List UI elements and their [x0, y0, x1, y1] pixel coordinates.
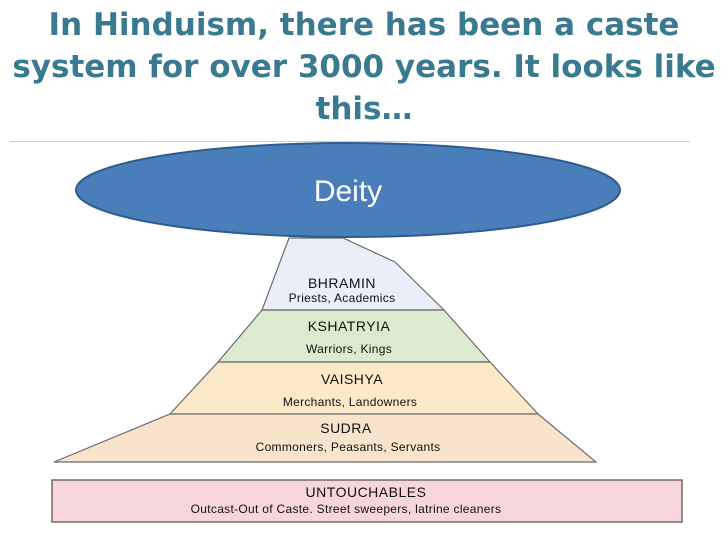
slide-title: In Hinduism, there has been a caste syst…	[0, 4, 728, 130]
tier-sudra-shape	[53, 413, 598, 463]
tier-bhramin-name: BHRAMIN	[308, 275, 376, 291]
title-divider	[10, 141, 690, 142]
tier-vaishya-name: VAISHYA	[321, 371, 383, 387]
deity-ellipse	[75, 142, 621, 238]
untouchables-name: UNTOUCHABLES	[306, 484, 427, 500]
slide-title-line-2: system for over 3000 years. It looks lik…	[12, 49, 716, 85]
tier-kshatryia-desc: Warriors, Kings	[306, 342, 392, 356]
tier-kshatryia-name: KSHATRYIA	[308, 318, 391, 334]
slide-title-line-3: this…	[315, 91, 413, 127]
tier-bhramin-desc: Priests, Academics	[289, 291, 396, 305]
tier-vaishya-desc: Merchants, Landowners	[283, 395, 417, 409]
untouchables-desc: Outcast-Out of Caste. Street sweepers, l…	[191, 502, 502, 516]
slide-title-line-1: In Hinduism, there has been a caste	[48, 7, 680, 43]
deity-label: Deity	[314, 175, 382, 208]
tier-sudra-desc: Commoners, Peasants, Servants	[256, 440, 441, 454]
tier-sudra-name: SUDRA	[320, 420, 372, 436]
untouchables-band	[51, 479, 683, 523]
